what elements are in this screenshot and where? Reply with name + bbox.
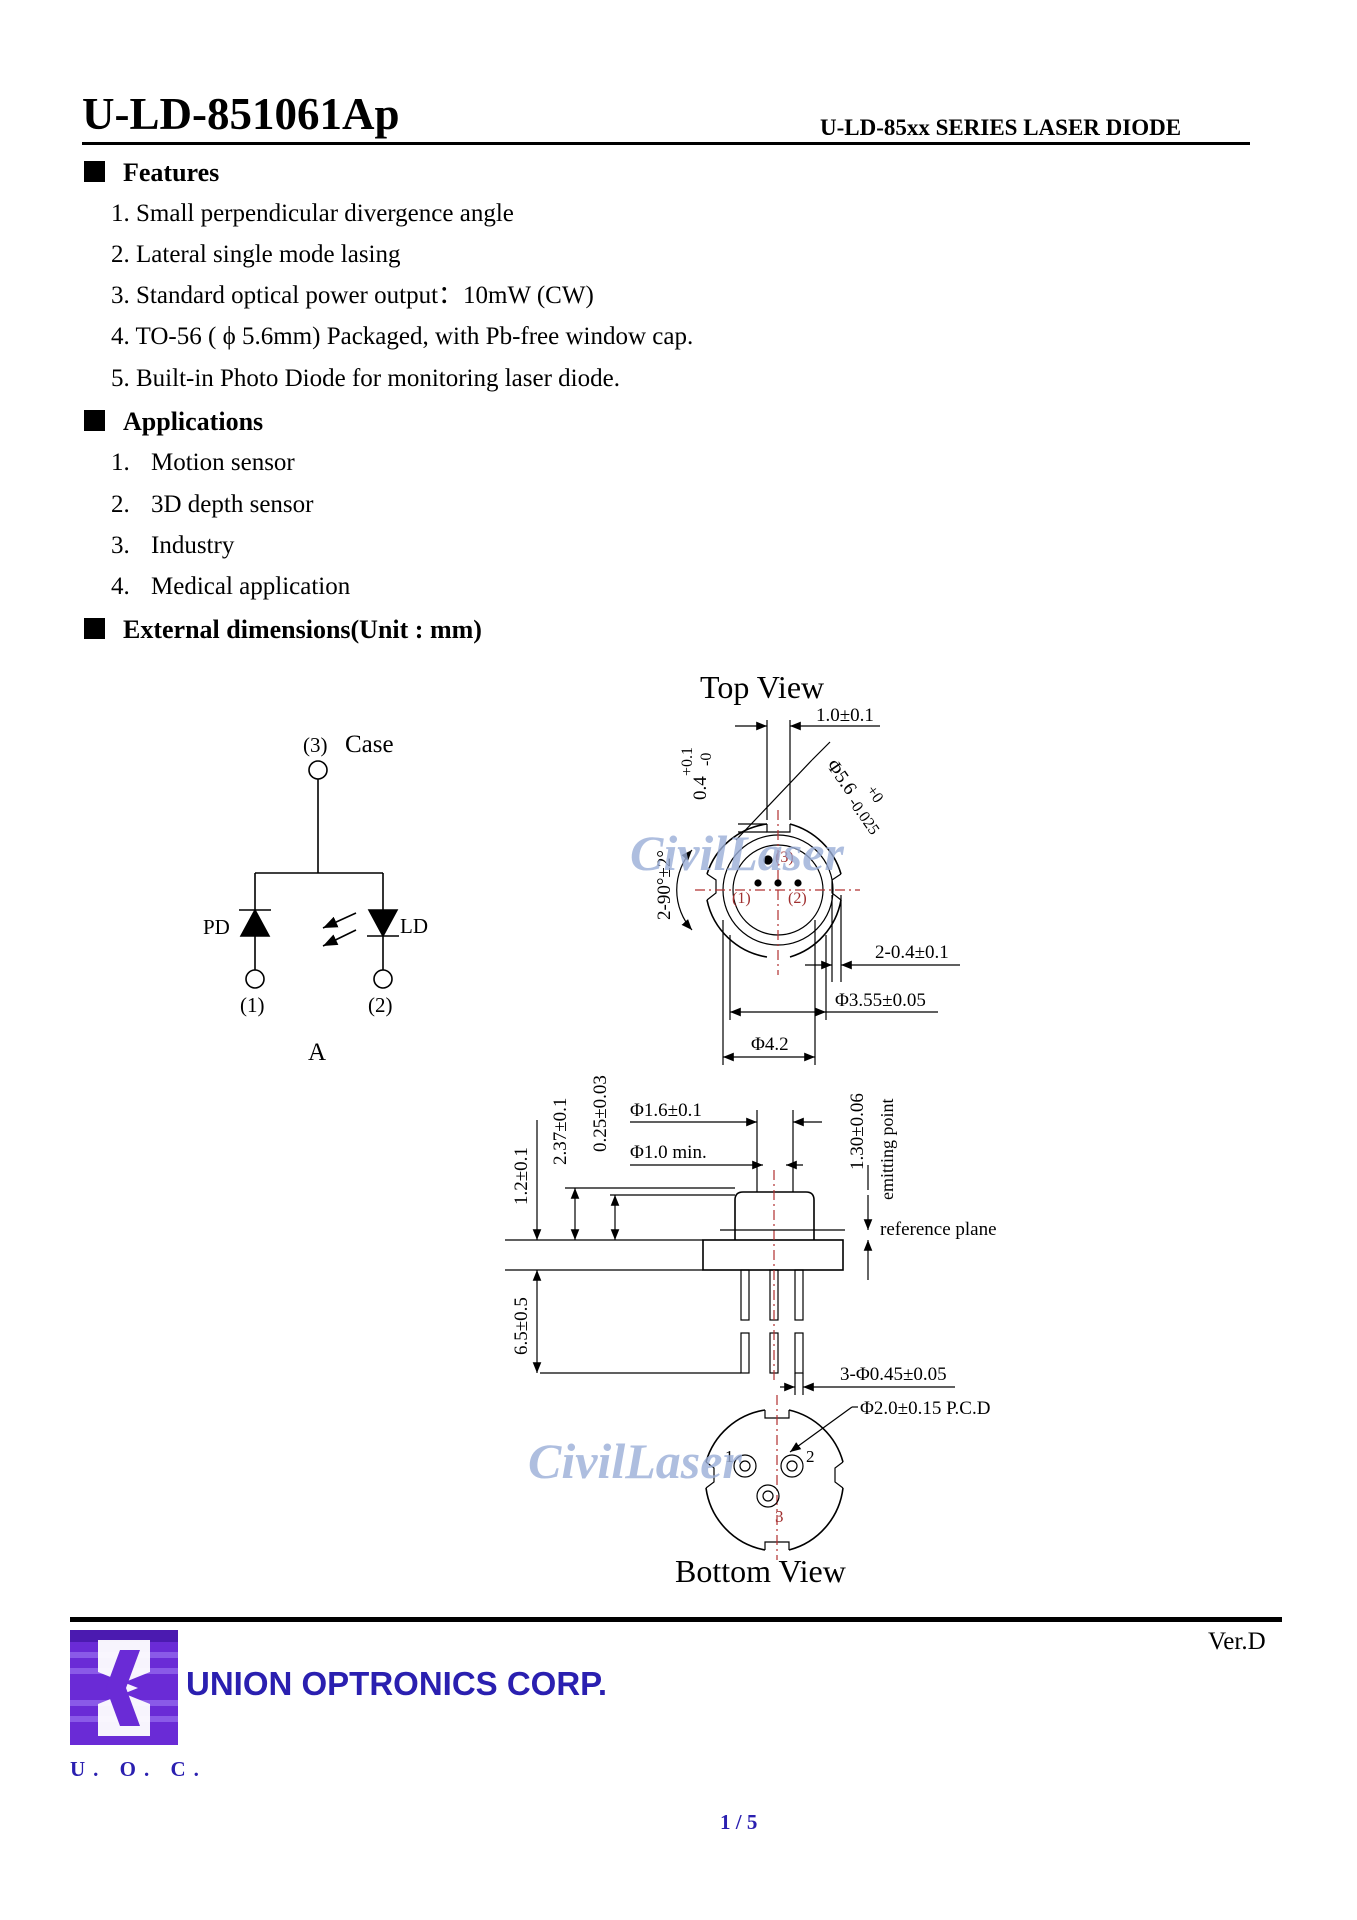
feature-item: 4. TO-56 ( ϕ 5.6mm) Packaged, with Pb-fr… (111, 323, 694, 350)
application-item: 3.Industry (111, 532, 235, 559)
features-heading: Features (84, 160, 219, 186)
pd-label: PD (203, 915, 230, 939)
feature-item: 1. Small perpendicular divergence angle (111, 200, 514, 227)
dim-window: Φ1.6±0.1 (630, 1100, 702, 1121)
series-title: U-LD-85xx SERIES LASER DIODE (820, 115, 1182, 140)
pin1-label: (1) (240, 993, 265, 1017)
bottom-pin1-label: 1 (725, 1447, 734, 1466)
uoc-logo-icon (70, 1630, 178, 1745)
ld-label: LD (400, 914, 428, 938)
version-label: Ver.D (1208, 1628, 1266, 1655)
footer-rule (70, 1617, 1282, 1622)
circuit-type-label: A (308, 1039, 326, 1066)
application-item: 2.3D depth sensor (111, 491, 314, 518)
dim-width: 1.0±0.1 (816, 705, 874, 726)
case-label: Case (345, 731, 394, 758)
applications-heading: Applications (84, 409, 263, 435)
top-pin2-label: (2) (788, 890, 807, 907)
dim-h2: 2.37±0.1 (550, 1098, 571, 1165)
bottom-flange-outline (705, 1409, 844, 1551)
case-terminal (308, 760, 328, 780)
reference-plane-label: reference plane (880, 1219, 997, 1240)
watermark: CivilLaser (528, 1433, 742, 1489)
dim-diameter-tol-plus: +0 (863, 783, 887, 807)
dim-h1: 1.2±0.1 (511, 1147, 532, 1205)
watermark: CivilLaser (630, 825, 844, 881)
bottom-pin2-label: 2 (806, 1447, 815, 1466)
dim-diameter: Φ5.6 (822, 756, 861, 799)
application-item: 1.Motion sensor (111, 449, 295, 476)
dim-inner: Φ3.55±0.05 (835, 990, 926, 1011)
dimensions-heading: External dimensions(Unit : mm) (84, 617, 482, 643)
dim-angle: 2-90°±2° (654, 850, 675, 920)
top-view-title: Top View (700, 669, 824, 705)
bottom-view-title: Bottom View (675, 1553, 846, 1589)
bottom-pin3-label: 3 (775, 1507, 784, 1526)
light-arrow-icon (322, 929, 357, 947)
light-arrow-icon (322, 912, 357, 929)
top-view-drawing: Top View (3) (1) (2) 1.0±0.1 0.4 +0.1 -0… (654, 669, 960, 1065)
feature-item: 5. Built-in Photo Diode for monitoring l… (111, 365, 620, 392)
document-title: U-LD-851061Ap (82, 89, 400, 139)
page-number: 1 / 5 (720, 1810, 758, 1834)
case-pin-number: (3) (303, 733, 328, 757)
bullet-square-icon (84, 618, 105, 639)
dim-pcd: Φ2.0±0.15 P.C.D (860, 1398, 990, 1419)
dim-pins: 2-0.4±0.1 (875, 942, 949, 963)
bullet-square-icon (84, 410, 105, 431)
dim-aperture: Φ1.0 min. (630, 1142, 707, 1163)
pin2-terminal (373, 969, 393, 989)
dim-notch: 0.4 (690, 776, 711, 800)
top-pin3-label: (3) (775, 849, 794, 866)
dim-h3: 0.25±0.03 (590, 1075, 611, 1152)
dim-lead-dia: 3-Φ0.45±0.05 (840, 1364, 947, 1385)
dim-notch-tol-minus: -0 (698, 753, 715, 766)
bullet-square-icon (84, 161, 105, 182)
flange-body (702, 1239, 844, 1271)
emitting-label: emitting point (877, 1099, 897, 1201)
dim-notch-tol-plus: +0.1 (679, 747, 696, 776)
feature-item: 2. Lateral single mode lasing (111, 241, 401, 268)
photodiode-icon (239, 908, 271, 937)
title-rule (82, 142, 1250, 145)
company-abbreviation: U. O. C. (70, 1757, 207, 1781)
bottom-pin1 (733, 1454, 757, 1478)
dim-leads: 6.5±0.5 (511, 1297, 532, 1355)
company-name: UNION OPTRONICS CORP. (186, 1665, 608, 1702)
side-view-drawing: Φ1.6±0.1 Φ1.0 min. 1.30±0.06 emitting po… (505, 1075, 997, 1395)
dim-cap: Φ4.2 (751, 1034, 789, 1055)
feature-item: 3. Standard optical power output：10mW (C… (111, 282, 594, 309)
bottom-view-drawing: 1 2 3 Φ2.0±0.15 P.C.D Bottom View (675, 1395, 990, 1589)
dim-emitting: 1.30±0.06 (847, 1093, 868, 1170)
pin2-label: (2) (368, 993, 393, 1017)
application-item: 4.Medical application (111, 573, 351, 600)
flange-outline (706, 823, 842, 958)
pin1-terminal (245, 969, 265, 989)
top-pin1-label: (1) (732, 890, 751, 907)
laser-diode-icon (367, 909, 399, 938)
circuit-schematic: (3) Case PD LD (1) (2) A (203, 731, 428, 1066)
bottom-pin2 (780, 1454, 804, 1478)
bottom-pin3 (756, 1484, 780, 1508)
